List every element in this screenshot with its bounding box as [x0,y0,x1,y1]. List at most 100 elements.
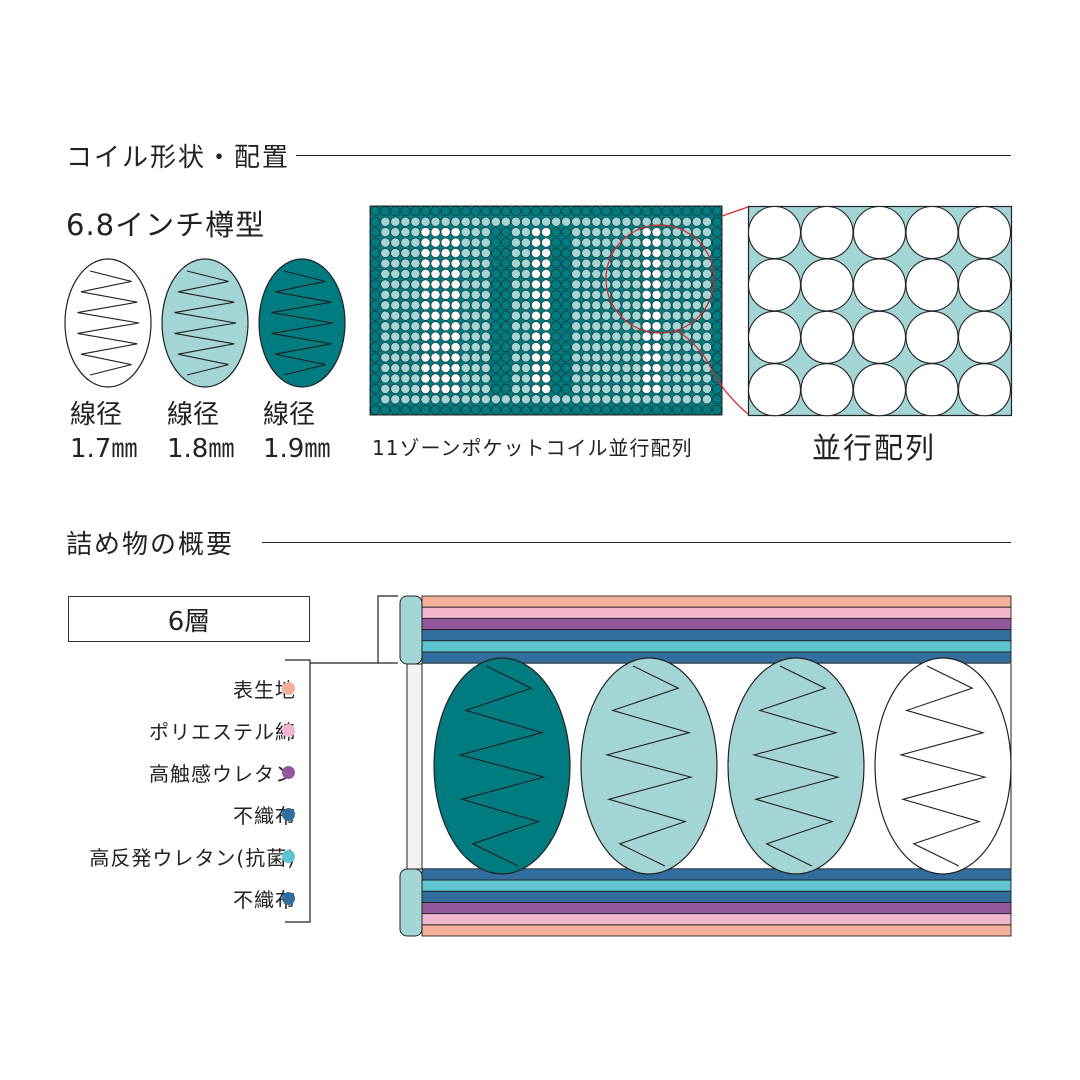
zone-coil-r10-c8 [450,310,461,321]
zone-coil-r8-c9 [460,289,471,300]
zone-coil-r3-c22 [591,237,602,248]
zone-coil-r3-c19 [561,237,572,248]
zone-coil-r14-c3 [400,352,411,363]
zone-coil-r8-c2 [390,289,401,300]
zone-coil-r15-c15 [520,363,531,373]
top-layer-2 [421,606,1012,619]
zone-coil-r2-c14 [510,227,521,237]
zone-coil-r19-c23 [601,404,612,415]
zone-coil-r6-c15 [520,269,531,279]
zone-coil-r16-c9 [460,373,471,384]
zone-coil-r13-c0 [370,342,381,352]
zone-coil-r16-c15 [520,373,531,384]
zone-coil-r6-c10 [470,269,481,279]
zone-coil-r11-c13 [500,321,511,332]
zone-coil-r7-c11 [480,279,491,290]
zone-coil-r14-c26 [631,352,642,363]
top-layer-3 [421,617,1012,631]
zone-coil-r19-c9 [460,404,471,415]
zone-coil-r15-c19 [561,363,572,373]
zone-coil-r18-c13 [500,394,511,405]
zone-coil-r3-c18 [551,237,561,248]
zone-coil-r10-c4 [410,310,421,321]
zone-coil-r7-c0 [370,279,381,290]
zone-coil-r0-c31 [681,206,692,217]
zone-coil-r14-c9 [460,352,471,363]
zone-coil-r12-c13 [500,331,511,342]
zone-coil-r10-c2 [390,310,401,321]
zone-coil-r14-c29 [661,352,672,363]
zone-coil-r4-c18 [551,248,561,258]
zone-coil-r14-c25 [621,352,632,363]
zone-coil-r10-c6 [430,310,441,321]
zone-coil-r0-c33 [701,206,712,217]
zone-coil-r15-c3 [400,363,411,373]
zone-coil-r15-c23 [601,363,612,373]
zone-coil-r9-c5 [420,300,431,311]
zone-coil-r14-c2 [390,352,401,363]
zone-coil-r5-c0 [370,258,381,269]
zone-coil-r8-c10 [470,289,481,300]
zone-coil-r2-c33 [701,227,712,237]
zone-coil-r19-c5 [420,404,431,415]
zone-coil-r11-c17 [541,321,551,332]
zone-coil-r3-c26 [631,237,642,248]
zone-coil-r5-c11 [480,258,491,269]
zone-coil-r3-c12 [490,237,501,248]
zone-coil-r9-c18 [551,300,561,311]
zone-coil-r6-c21 [581,269,592,279]
zone-coil-r17-c1 [380,383,391,394]
zone-coil-r5-c25 [621,258,632,269]
zone-coil-r10-c23 [601,310,612,321]
zone-coil-r10-c19 [561,310,572,321]
zone-coil-r15-c5 [420,363,431,373]
zone-coil-r13-c29 [661,342,672,352]
zone-coil-r9-c6 [430,300,441,311]
zone-coil-r18-c16 [531,394,541,405]
zone-coil-r19-c3 [400,404,411,415]
zone-coil-r2-c16 [531,227,541,237]
zone-coil-r3-c34 [711,237,722,248]
zone-coil-r2-c1 [380,227,391,237]
zone-coil-r8-c18 [551,289,561,300]
zone-coil-r3-c5 [420,237,431,248]
zone-coil-r18-c17 [541,394,551,405]
zone-coil-r18-c29 [661,394,672,405]
coil-section-title: コイル形状・配置 [66,143,291,173]
zone-coil-r13-c7 [440,342,451,352]
zone-coil-r15-c22 [591,363,602,373]
zone-coil-r1-c32 [691,216,702,227]
zone-coil-r17-c0 [370,383,381,394]
coil-shape-1-spring [77,270,140,376]
zone-coil-r11-c3 [400,321,411,332]
zone-coil-r11-c10 [470,321,481,332]
zone-coil-r15-c12 [490,363,501,373]
zone-coil-r18-c18 [551,394,561,405]
zone-coil-r10-c34 [711,310,722,321]
zone-coil-r10-c10 [470,310,481,321]
zone-coil-r5-c29 [661,258,672,269]
zone-coil-r2-c4 [410,227,421,237]
zone-coil-r7-c22 [591,279,602,290]
zone-coil-r4-c2 [390,248,401,258]
zone-coil-r11-c27 [641,321,652,332]
zone-coil-r5-c17 [541,258,551,269]
zone-coil-r7-c10 [470,279,481,290]
zone-coil-r9-c21 [581,300,592,311]
zone-coil-r16-c0 [370,373,381,384]
zone-coil-r8-c29 [661,289,672,300]
zone-coil-r0-c24 [611,206,622,217]
zone-coil-r12-c7 [440,331,451,342]
zone-coil-r9-c27 [641,300,652,311]
zone-coil-r7-c32 [691,279,702,290]
zone-coil-r16-c21 [581,373,592,384]
zone-coil-r11-c5 [420,321,431,332]
legend-item-5: 高反発ウレタン(抗菌) [89,845,296,870]
zone-coil-r16-c4 [410,373,421,384]
zone-coil-r19-c2 [390,404,401,415]
zone-coil-r4-c32 [691,248,702,258]
zone-coil-r14-c7 [440,352,451,363]
zone-coil-r0-c10 [470,206,481,217]
legend-item-3: 高触感ウレタン [149,761,296,786]
zone-coil-r1-c28 [651,216,662,227]
